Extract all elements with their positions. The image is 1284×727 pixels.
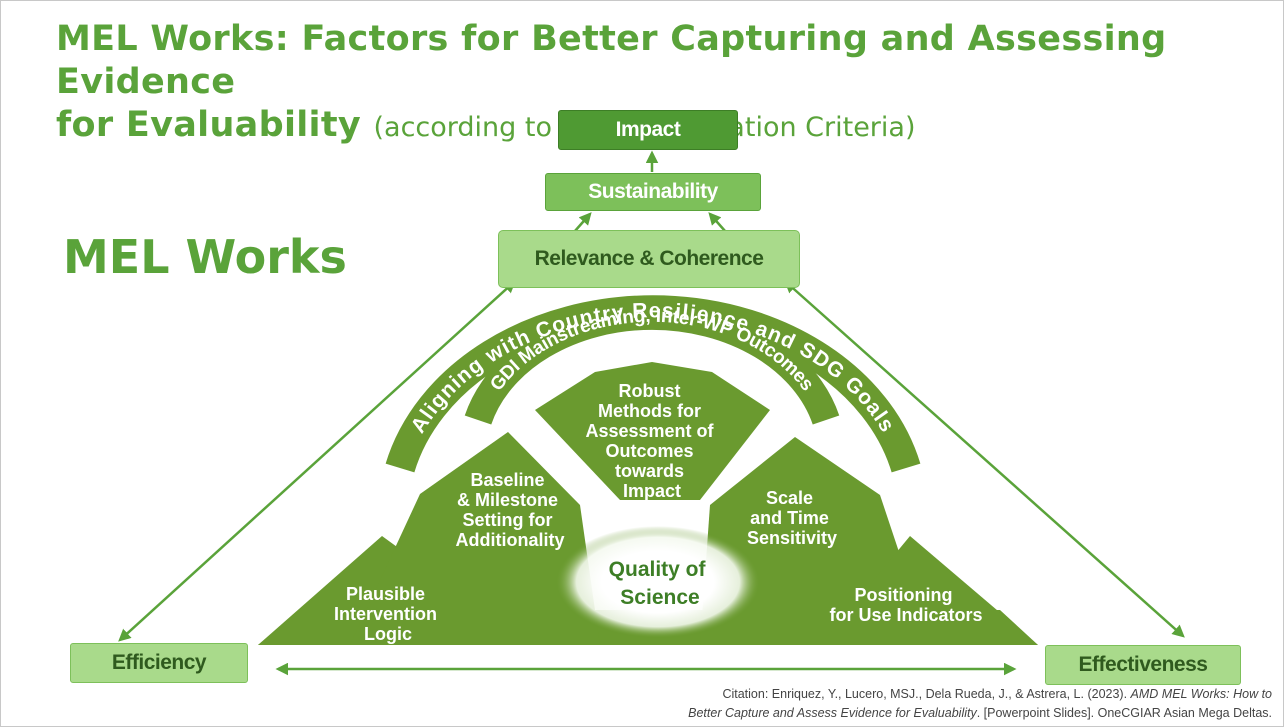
plausible-line-3: Logic <box>364 624 412 644</box>
title-line2: for Evaluability <box>56 105 361 145</box>
robust-line-3: Assessment of <box>585 421 714 441</box>
segment-robust <box>535 362 770 500</box>
center-line-1: Quality of <box>609 558 707 581</box>
relevance-coherence-box: Relevance & Coherence <box>498 230 800 288</box>
baseline-line-1: Baseline <box>470 470 544 490</box>
scale-label: Scale and Time Sensitivity <box>747 488 837 548</box>
plausible-line-2: Intervention <box>334 604 437 624</box>
baseline-line-2: & Milestone <box>457 490 558 510</box>
center-glow <box>556 526 760 638</box>
citation: Citation: Enriquez, Y., Lucero, MSJ., De… <box>572 685 1272 723</box>
effectiveness-box: Effectiveness <box>1045 645 1241 685</box>
mel-works-label: MEL Works <box>63 230 347 284</box>
scale-line-2: and Time <box>750 508 829 528</box>
positioning-line-2: for Use Indicators <box>829 605 982 625</box>
segment-positioning <box>820 536 1038 645</box>
plausible-label: Plausible Intervention Logic <box>334 584 442 644</box>
citation-line1-plain: Citation: Enriquez, Y., Lucero, MSJ., De… <box>722 687 1131 701</box>
impact-box: Impact <box>558 110 738 150</box>
sustainability-box: Sustainability <box>545 173 761 211</box>
baseline-line-3: Setting for <box>462 510 552 530</box>
scale-line-1: Scale <box>766 488 813 508</box>
slide-title: MEL Works: Factors for Better Capturing … <box>56 18 1256 149</box>
citation-line1-italic: AMD MEL Works: How to <box>1130 687 1272 701</box>
plausible-line-1: Plausible <box>346 584 425 604</box>
robust-line-5: towards <box>615 461 684 481</box>
positioning-line-1: Positioning <box>854 585 952 605</box>
baseline-label: Baseline & Milestone Setting for Additio… <box>456 470 565 550</box>
arrow-relevance-to-sustain-left <box>574 212 592 232</box>
inner-arc-band <box>464 301 840 425</box>
baseline-line-4: Additionality <box>456 530 565 550</box>
center-line-2: Science <box>620 586 699 609</box>
center-label: Quality of Science <box>609 558 712 609</box>
citation-line2-italic: Better Capture and Assess Evidence for E… <box>688 706 977 720</box>
segment-baseline <box>350 432 600 645</box>
scale-line-3: Sensitivity <box>747 528 837 548</box>
robust-line-1: Robust <box>618 381 680 401</box>
arrow-relevance-to-sustain-right <box>708 212 726 232</box>
robust-line-4: Outcomes <box>605 441 693 461</box>
positioning-label: Positioning for Use Indicators <box>829 585 982 625</box>
robust-label: Robust Methods for Assessment of Outcome… <box>585 381 718 501</box>
efficiency-box: Efficiency <box>70 643 248 683</box>
arrow-relevance-effectiveness <box>784 280 1185 638</box>
robust-line-2: Methods for <box>598 401 701 421</box>
arrow-efficiency-relevance <box>118 280 516 642</box>
citation-line2-plain: . [Powerpoint Slides]. OneCGIAR Asian Me… <box>976 706 1272 720</box>
robust-line-6: Impact <box>623 481 681 501</box>
title-line1: MEL Works: Factors for Better Capturing … <box>56 19 1167 102</box>
